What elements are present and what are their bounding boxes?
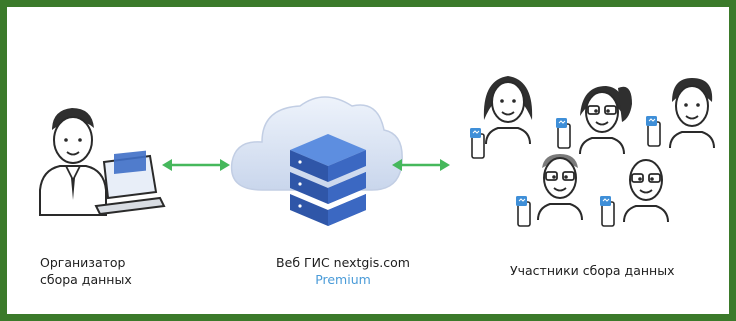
participants-label: Участники сбора данных	[510, 263, 675, 278]
person-with-laptop-icon	[39, 108, 166, 216]
organizer-label-line2: сбора данных	[40, 272, 132, 287]
bidirectional-arrow-left	[162, 159, 230, 171]
premium-badge: Premium	[315, 272, 371, 287]
organizer-label-line1: Организатор	[40, 255, 126, 270]
server-label: Веб ГИС nextgis.com Premium	[258, 254, 428, 288]
bidirectional-arrow-right	[392, 159, 450, 171]
organizer-label: Организатор сбора данных	[40, 254, 132, 288]
server-name: Веб ГИС nextgis.com	[276, 255, 410, 270]
people-with-phones-icon	[469, 76, 715, 227]
cloud-server-icon	[230, 96, 403, 226]
